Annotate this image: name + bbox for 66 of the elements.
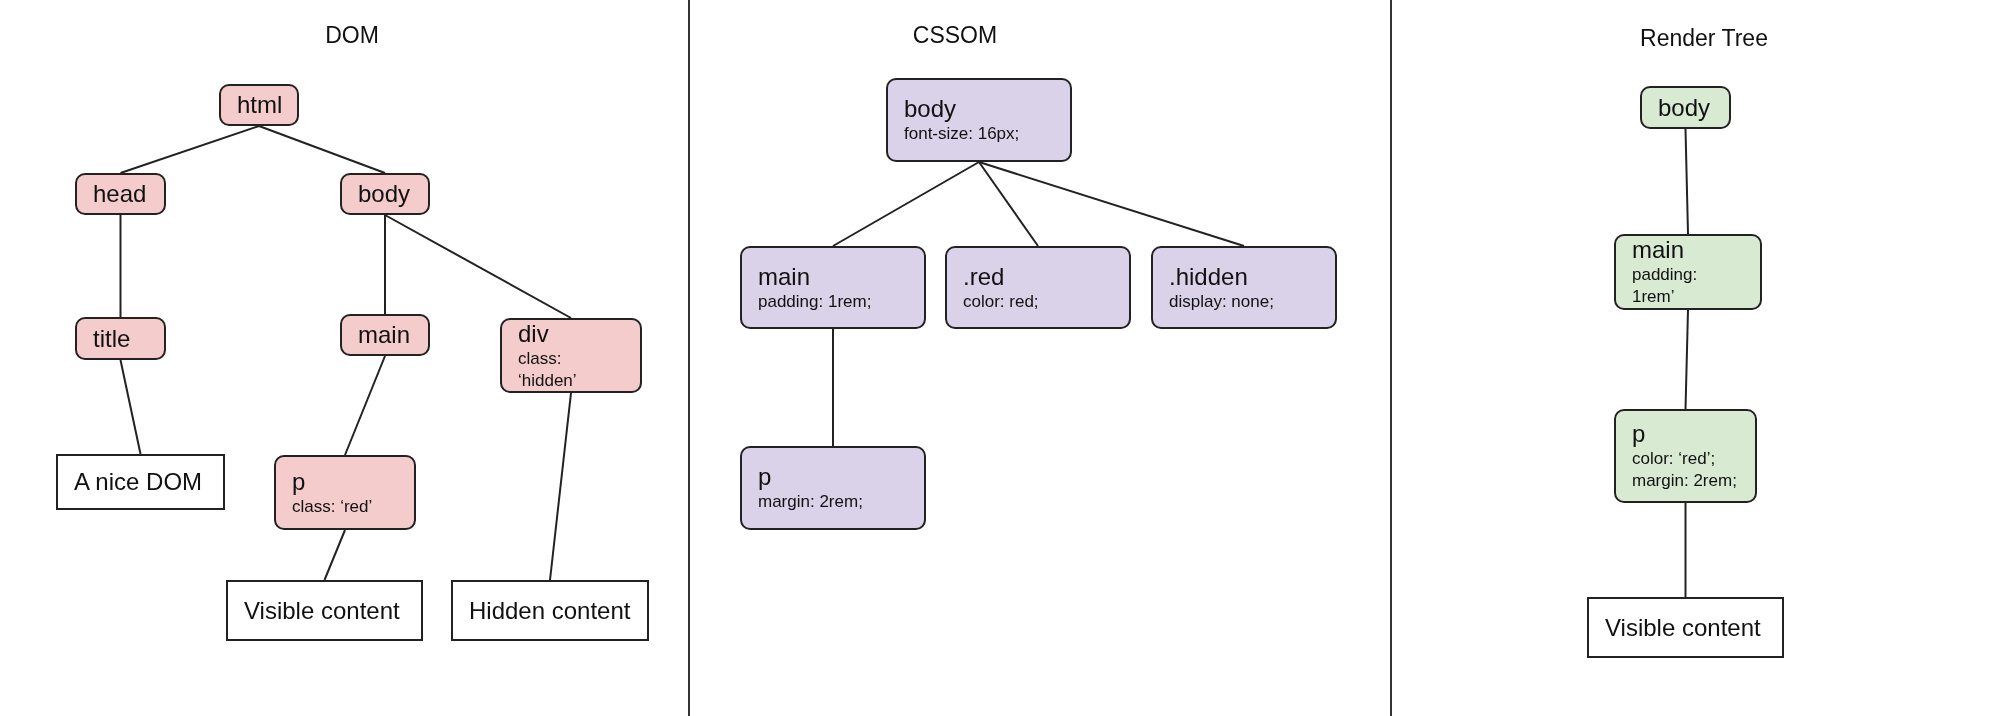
section-heading: DOM: [325, 22, 379, 49]
tree-connector: [1684, 309, 1689, 410]
node-label: html: [237, 91, 281, 119]
node-label: .red: [963, 262, 1006, 291]
node-label: main: [758, 262, 812, 291]
node-label: body: [1658, 93, 1712, 122]
tree-node-box: [945, 246, 1131, 329]
node-label: body: [904, 95, 958, 123]
node-label: p: [758, 463, 773, 491]
node-label: Hidden content: [469, 596, 631, 625]
tree-node-box: [740, 246, 926, 329]
content-box: [451, 580, 649, 641]
node-label: head: [93, 180, 148, 208]
node-label: p: [1632, 420, 1647, 448]
content-box: [56, 454, 225, 510]
tree-node-box: [219, 84, 299, 126]
tree-node-box: [500, 318, 642, 393]
node-label: p: [292, 467, 307, 496]
tree-node-box: [1640, 86, 1731, 129]
tree-connector: [832, 328, 834, 447]
tree-connector: [978, 161, 1245, 247]
style-text: color: red;: [963, 290, 1040, 313]
node-label: A nice DOM: [74, 468, 204, 496]
tree-node-box: [1614, 409, 1757, 503]
node-label: Visible content: [1605, 613, 1762, 642]
section-heading: Render Tree: [1640, 25, 1768, 52]
tree-node-box: [340, 173, 430, 215]
node-label: div: [518, 319, 550, 348]
tree-connector: [978, 161, 1039, 247]
tree-connector: [384, 214, 386, 315]
style-text: margin: 2rem;: [758, 491, 864, 513]
tree-node-box: [340, 314, 430, 356]
tree-node-box: [75, 317, 166, 360]
tree-connector: [832, 161, 980, 247]
tree-connector: [549, 392, 572, 581]
style-text: class: ‘red’: [292, 495, 374, 518]
node-label: .hidden: [1169, 262, 1249, 291]
section-heading: CSSOM: [912, 22, 998, 49]
tree-connector: [258, 125, 386, 174]
style-text: padding: 1rem;: [758, 290, 873, 313]
content-box: [226, 580, 423, 641]
node-label: main: [1632, 236, 1686, 264]
style-text: color: ‘red’; margin: 2rem;: [1632, 448, 1738, 492]
style-text: padding: 1rem’: [1632, 264, 1699, 308]
content-box: [1587, 597, 1784, 658]
tree-connector: [1684, 128, 1689, 235]
tree-node-box: [740, 446, 926, 530]
node-label: body: [358, 180, 412, 208]
node-label: title: [93, 324, 132, 353]
tree-node-box: [1614, 234, 1762, 310]
node-label: Visible content: [244, 596, 401, 625]
style-text: display: none;: [1169, 290, 1275, 313]
node-label: main: [358, 321, 412, 349]
tree-connector: [119, 125, 260, 174]
tree-node-box: [1151, 246, 1337, 329]
tree-connector: [344, 355, 386, 456]
tree-connector: [1684, 502, 1687, 598]
tree-connector: [119, 214, 122, 318]
tree-connector: [384, 214, 572, 319]
tree-connector: [119, 359, 142, 455]
style-text: font-size: 16px;: [904, 123, 1021, 145]
tree-node-box: [274, 455, 416, 530]
style-text: class: ‘hidden’: [518, 347, 578, 392]
tree-node-box: [886, 78, 1072, 162]
tree-node-box: [75, 173, 166, 215]
tree-connector: [323, 529, 346, 581]
